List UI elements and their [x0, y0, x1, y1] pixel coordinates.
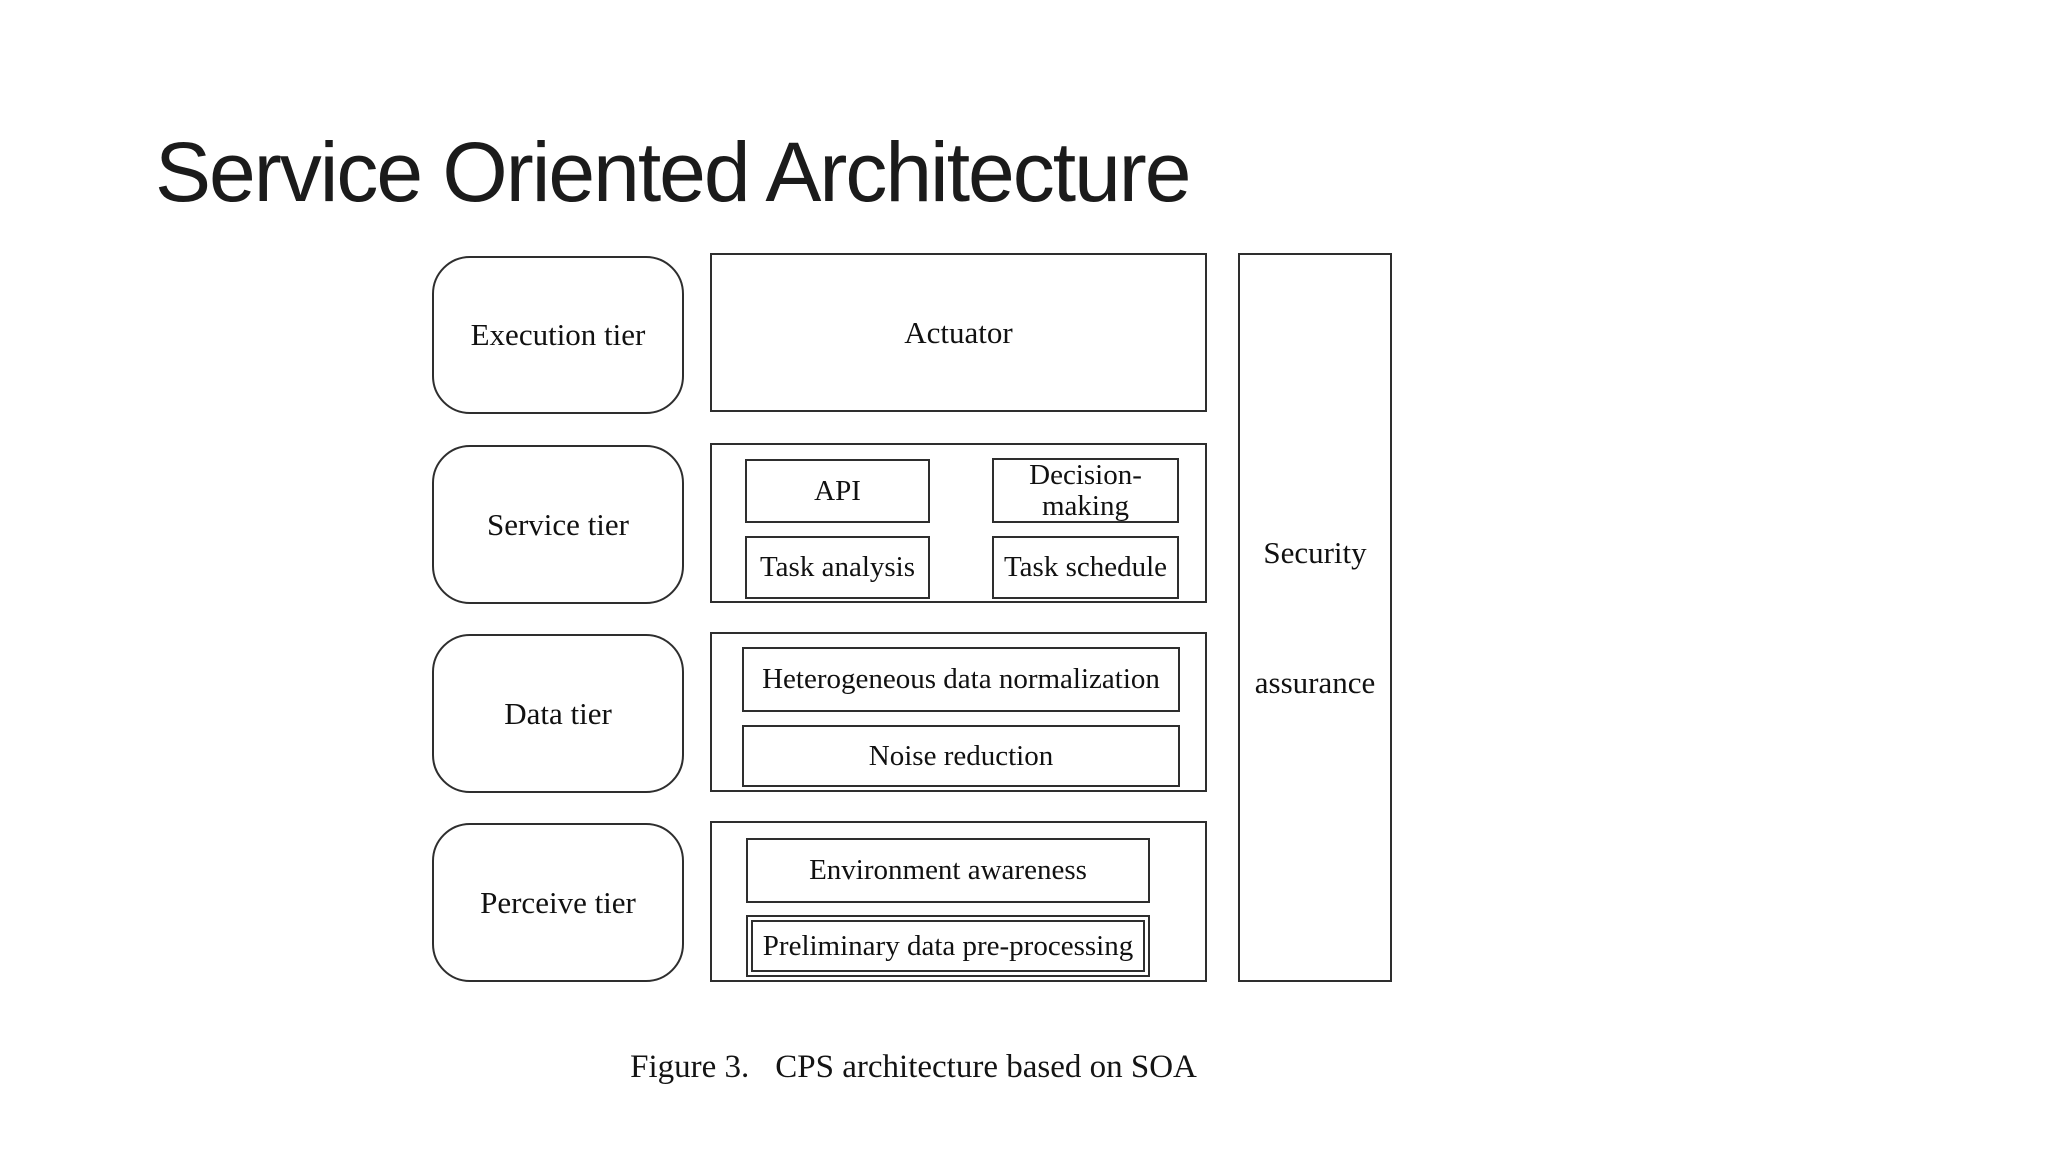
component-environment-awareness: Environment awareness	[746, 838, 1150, 903]
tier-label: Perceive tier	[480, 884, 636, 920]
component-label: Preliminary data pre-processing	[762, 929, 1134, 962]
component-label: Heterogeneous data normalization	[762, 663, 1160, 696]
service-components-panel: API Decision-making Task analysis Task s…	[710, 443, 1207, 603]
component-actuator: Actuator	[710, 253, 1207, 412]
component-label: Environment awareness	[809, 854, 1087, 887]
figure-caption-text: CPS architecture based on SOA	[775, 1049, 1197, 1085]
component-decision-making: Decision-making	[992, 458, 1179, 523]
assurance-line: assurance	[1254, 664, 1376, 700]
component-task-schedule: Task schedule	[992, 536, 1179, 599]
perceive-components-panel: Environment awareness Preliminary data p…	[710, 821, 1207, 982]
component-label: Actuator	[904, 314, 1013, 350]
soa-architecture-diagram: Execution tier Service tier Data tier Pe…	[432, 253, 1395, 982]
tier-box-data: Data tier	[432, 634, 684, 793]
tier-label: Service tier	[486, 506, 629, 542]
component-heterogeneous-data-normalization: Heterogeneous data normalization	[742, 647, 1180, 712]
component-label: Noise reduction	[868, 739, 1054, 772]
component-noise-reduction: Noise reduction	[742, 725, 1180, 787]
slide-title: Service Oriented Architecture	[155, 125, 1191, 219]
component-task-analysis: Task analysis	[745, 536, 930, 599]
component-api: API	[745, 459, 930, 523]
tier-box-service: Service tier	[432, 445, 684, 604]
data-components-panel: Heterogeneous data normalization Noise r…	[710, 632, 1207, 792]
component-label: Task analysis	[759, 551, 916, 584]
security-assurance-bar: Security assurance	[1238, 253, 1392, 982]
tier-label: Data tier	[504, 695, 612, 731]
component-preliminary-data-pre-processing: Preliminary data pre-processing	[746, 915, 1150, 977]
figure-caption-label: Figure 3.	[630, 1049, 750, 1085]
figure-caption: Figure 3. CPS architecture based on SOA	[432, 1049, 1395, 1086]
component-label: API	[814, 474, 861, 507]
component-label: Task schedule	[1003, 551, 1168, 584]
tier-box-execution: Execution tier	[432, 256, 684, 414]
tier-box-perceive: Perceive tier	[432, 823, 684, 982]
double-border-inner: Preliminary data pre-processing	[751, 920, 1145, 972]
component-label: Decision-making	[1029, 459, 1142, 522]
security-line: Security	[1263, 534, 1367, 570]
tier-label: Execution tier	[470, 317, 646, 352]
